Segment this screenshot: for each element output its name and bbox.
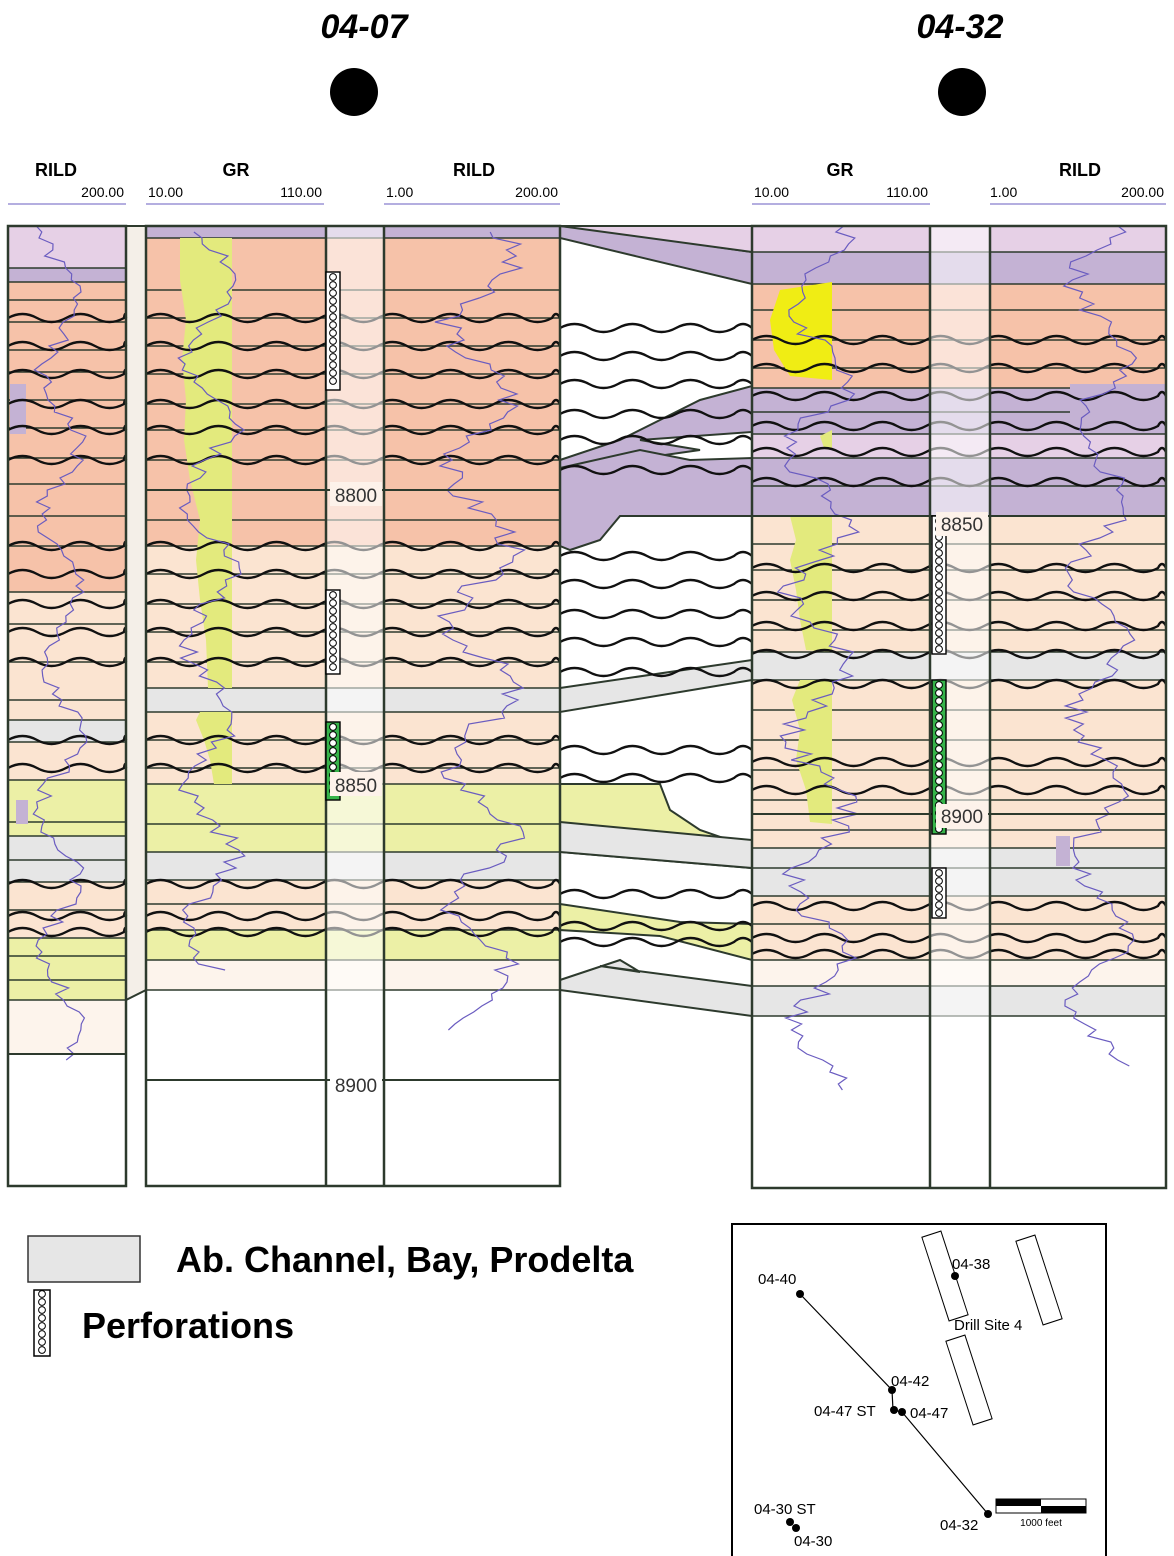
- map-well-label: 04-38: [952, 1256, 990, 1273]
- legend-label: Ab. Channel, Bay, Prodelta: [176, 1239, 634, 1280]
- well-name-04-32: 04-32: [917, 8, 1004, 46]
- depth-labels: 8800 8850 8900 8850 8900: [330, 482, 988, 1097]
- depth-label: 8900: [941, 807, 983, 828]
- depth-label: 8900: [335, 1076, 377, 1097]
- track-scale-max: 200.00: [81, 184, 124, 200]
- track-scale-min: 10.00: [754, 184, 789, 200]
- drill-pad-outline: [1015, 1234, 1063, 1326]
- track-scale-max: 200.00: [1121, 184, 1164, 200]
- track-scale-max: 110.00: [886, 184, 928, 200]
- well-name-04-07: 04-07: [321, 8, 410, 46]
- map-well-label: 04-30: [794, 1533, 832, 1550]
- track-scale-min: 1.00: [386, 184, 413, 200]
- legend-swatch-bay: [27, 1235, 141, 1283]
- map-well-label: 04-30 ST: [754, 1501, 816, 1518]
- log-curves: [32, 225, 1138, 1091]
- depth-label: 8800: [335, 486, 377, 507]
- track-scale-min: 1.00: [990, 184, 1017, 200]
- depth-label: 8850: [335, 776, 377, 797]
- drill-pad-outline: [945, 1334, 993, 1426]
- track-label: GR: [223, 160, 250, 180]
- correlation-polygons: [125, 224, 753, 1018]
- map-well-label: 04-32: [940, 1517, 978, 1534]
- legend: Ab. Channel, Bay, Prodelta Perforations: [27, 1235, 634, 1357]
- header: 04-07 04-32 RILD 200.00 GR 10.00 110.00 …: [8, 8, 1166, 205]
- track-scale-min: 10.00: [148, 184, 183, 200]
- well-symbol-icon: [938, 68, 986, 116]
- track-label: GR: [827, 160, 854, 180]
- perforations: [325, 271, 947, 919]
- map-well-label: 04-47: [910, 1405, 948, 1422]
- index-map: 04-40 04-38 04-42 04-47 ST 04-47 04-30 S…: [731, 1223, 1107, 1556]
- map-site-label: Drill Site 4: [954, 1317, 1022, 1334]
- map-well-label: 04-40: [758, 1271, 796, 1288]
- track-scale-max: 200.00: [515, 184, 558, 200]
- track-label: RILD: [453, 160, 495, 180]
- well-symbol-icon: [330, 68, 378, 116]
- track-label: RILD: [1059, 160, 1101, 180]
- map-well-label: 04-47 ST: [814, 1403, 876, 1420]
- perforation-icon: [33, 1289, 51, 1357]
- depth-label: 8850: [941, 515, 983, 536]
- scale-label: 1000 feet: [1020, 1518, 1062, 1529]
- map-well-label: 04-42: [891, 1373, 929, 1390]
- legend-label: Perforations: [82, 1305, 294, 1346]
- track-label: RILD: [35, 160, 77, 180]
- scale-bar: 1000 feet: [995, 1498, 1087, 1529]
- track-scale-max: 110.00: [280, 184, 322, 200]
